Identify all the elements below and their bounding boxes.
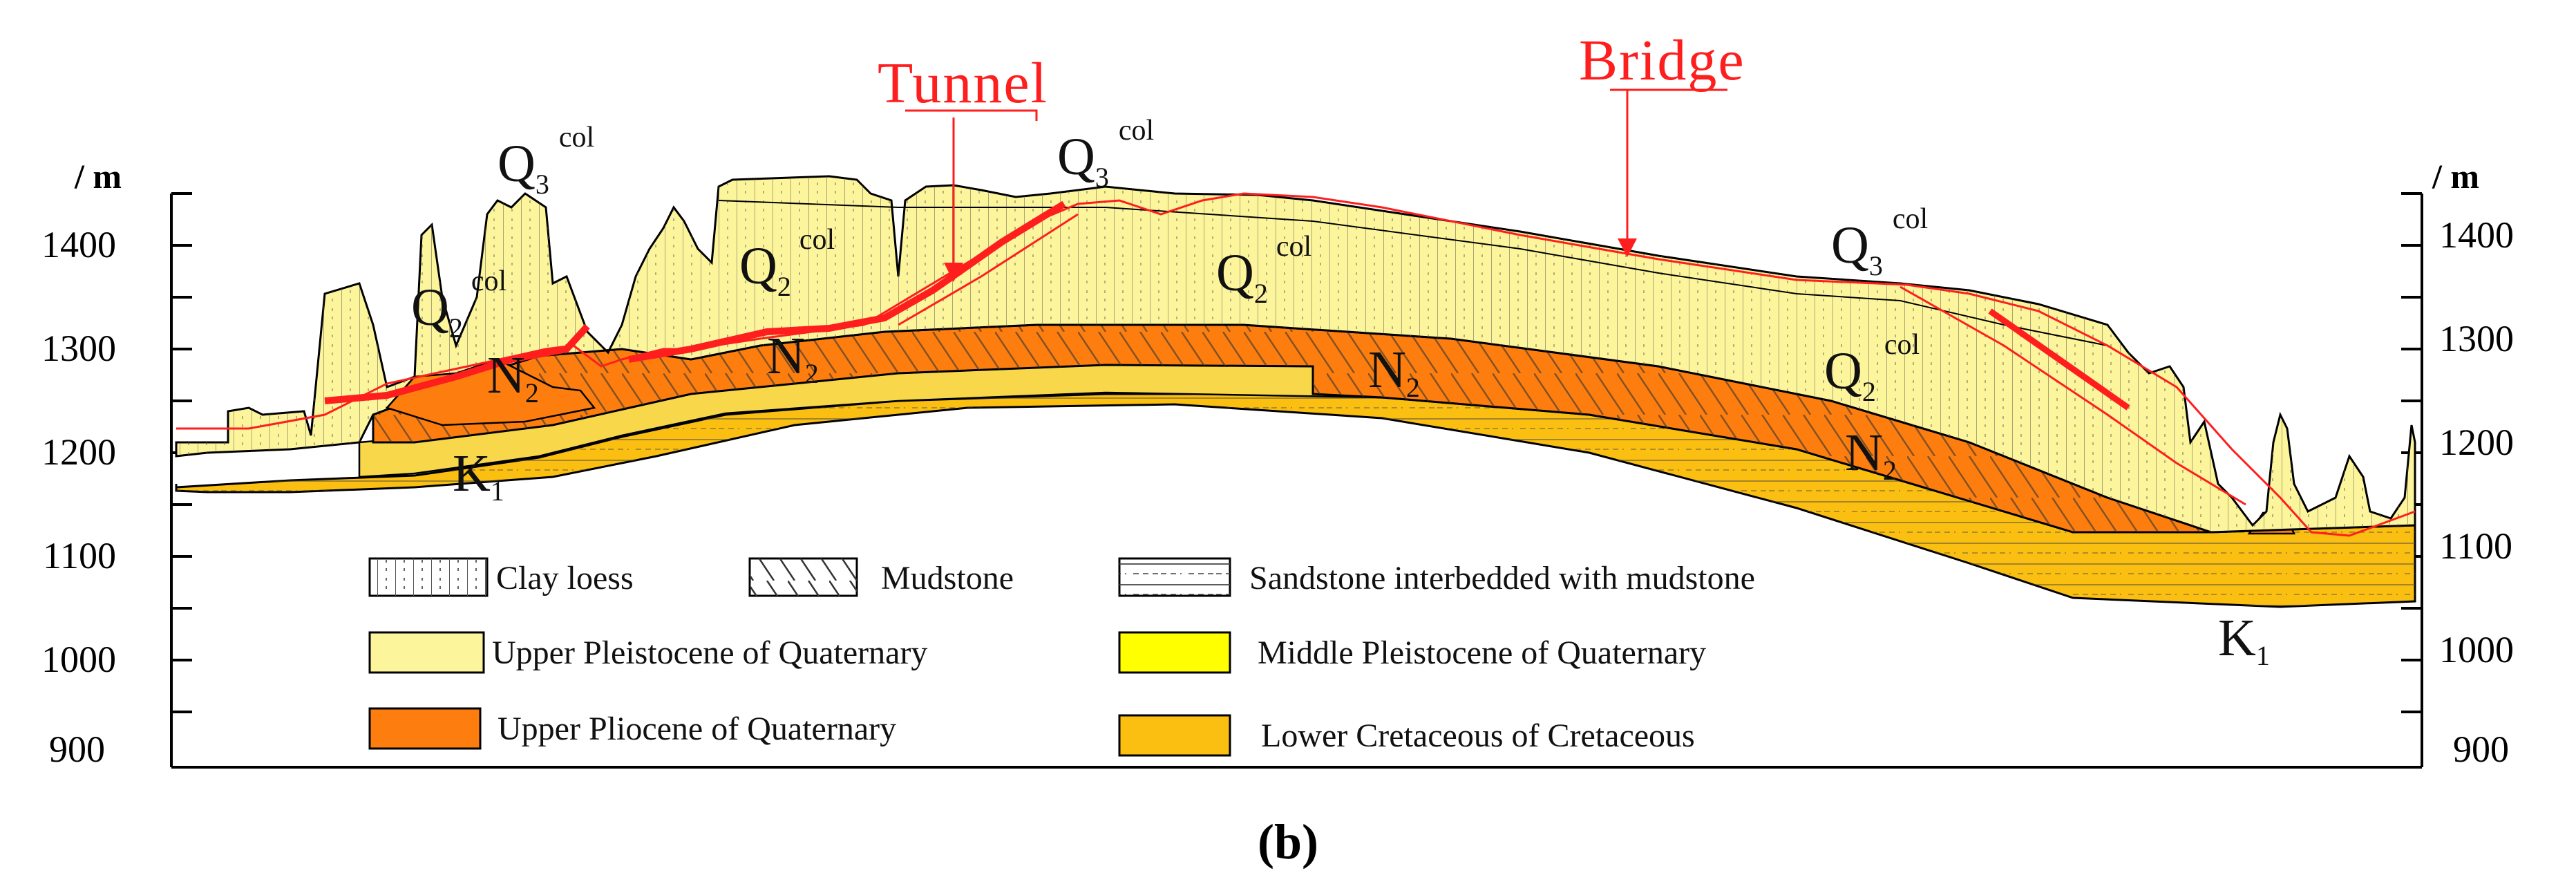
formation-q3-right: Q3col	[1831, 203, 1928, 281]
legend-item-lower-cretaceous: Lower Cretaceous of Cretaceous	[1118, 714, 1695, 757]
legend: Clay loess Mudstone Sandstone interbedde…	[368, 557, 1755, 757]
q3-q2-contact	[718, 200, 2108, 346]
legend-item-middle-pleistocene: Middle Pleistocene of Quaternary	[1118, 631, 1706, 674]
legend-label-middle-pleistocene: Middle Pleistocene of Quaternary	[1258, 634, 1706, 671]
legend-item-upper-pliocene: Upper Pliocene of Quaternary	[368, 707, 896, 750]
left-tick-1400: 1400	[41, 224, 116, 265]
formation-n2-center: N2	[1368, 341, 1420, 403]
plot-frame	[170, 194, 2423, 769]
legend-item-upper-pleistocene: Upper Pleistocene of Quaternary	[368, 631, 927, 674]
formation-q2-right: Q2col	[1824, 329, 1920, 407]
right-tick-900: 900	[2453, 728, 2509, 770]
tunnel-label: Tunnel	[878, 51, 1048, 115]
formation-q2-mid: Q2col	[739, 224, 835, 302]
formation-k1-left: K1	[453, 444, 504, 507]
legend-item-mudstone: Mudstone	[748, 557, 1014, 597]
tunnel-callout: Tunnel	[878, 51, 1048, 282]
left-axis-ticks	[171, 192, 192, 713]
formation-k1-right: K1	[2218, 609, 2270, 671]
legend-label-upper-pliocene: Upper Pliocene of Quaternary	[498, 711, 896, 747]
legend-item-sandstone: Sandstone interbedded with mudstone	[1118, 557, 1755, 597]
red-profile-and-structures	[176, 192, 2416, 537]
slip-plane-center	[898, 213, 1079, 326]
left-tick-labels: 1400 1300 1200 1100 1000 900	[41, 224, 116, 770]
formation-labels: Q3col Q2col Q2col Q3col Q2col Q3col Q2co…	[411, 115, 2270, 671]
left-pliocene-lens	[385, 358, 596, 426]
left-tick-1100: 1100	[43, 535, 116, 576]
formation-q3-center: Q3col	[1057, 115, 1154, 193]
formation-q2-left: Q2col	[411, 265, 506, 344]
tunnel-alignment	[324, 200, 1066, 404]
legend-swatch-middle-pleistocene	[1118, 631, 1231, 674]
right-tick-1000: 1000	[2439, 629, 2514, 670]
left-tick-1000: 1000	[41, 639, 116, 680]
legend-swatch-lower-cretaceous	[1118, 714, 1231, 757]
right-tick-1200: 1200	[2439, 422, 2514, 463]
legend-label-sandstone: Sandstone interbedded with mudstone	[1249, 560, 1755, 596]
right-tick-1400: 1400	[2439, 214, 2514, 256]
right-tick-labels: 1400 1300 1200 1100 1000 900	[2439, 214, 2514, 770]
legend-swatch-upper-pleistocene	[368, 631, 485, 674]
left-tick-1300: 1300	[41, 328, 116, 369]
formation-n2-mid: N2	[767, 327, 819, 389]
legend-swatch-upper-pliocene	[368, 707, 482, 750]
legend-label-mudstone: Mudstone	[881, 560, 1014, 596]
slip-plane-right	[1900, 285, 2246, 506]
right-tick-1300: 1300	[2439, 318, 2514, 359]
bridge-label: Bridge	[1579, 28, 1745, 93]
bridge-callout: Bridge	[1579, 28, 1745, 257]
formation-q2-center: Q2col	[1216, 231, 1311, 309]
legend-label-clay-loess: Clay loess	[496, 560, 634, 596]
left-tick-900: 900	[49, 728, 105, 770]
right-axis-unit: / m	[2432, 157, 2479, 196]
right-tick-1100: 1100	[2439, 525, 2512, 567]
legend-label-upper-pleistocene: Upper Pleistocene of Quaternary	[492, 634, 927, 671]
left-axis-unit: / m	[74, 157, 122, 196]
formation-q3-left: Q3col	[498, 122, 594, 200]
slip-plane-right-thick	[1988, 308, 2130, 411]
legend-item-clay-loess: Clay loess	[368, 557, 634, 597]
left-tick-1200: 1200	[41, 431, 116, 473]
figure-caption: (b)	[1258, 814, 1318, 870]
formation-n2-left: N2	[487, 346, 539, 408]
legend-label-lower-cretaceous: Lower Cretaceous of Cretaceous	[1261, 717, 1695, 754]
formation-n2-right: N2	[1845, 424, 1897, 486]
lower-cretaceous-layer	[175, 393, 2416, 608]
